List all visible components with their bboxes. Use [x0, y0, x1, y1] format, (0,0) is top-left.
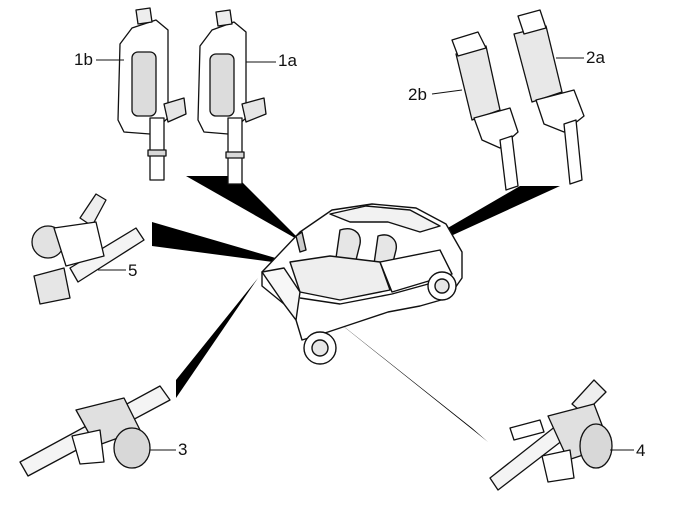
component-2b-cylinder — [455, 45, 501, 121]
callout-1a: 1a — [278, 51, 297, 70]
car-seat — [335, 228, 361, 261]
component-1a-bracket — [241, 97, 267, 123]
component-2b — [451, 31, 519, 191]
component-5-body — [53, 221, 105, 267]
car-door-line — [379, 249, 453, 293]
pointer-wedge-5 — [152, 222, 303, 266]
car-front-hub — [311, 339, 329, 357]
component-5 — [31, 193, 145, 305]
component-2a-rod — [563, 119, 583, 185]
component-1b — [117, 7, 187, 181]
callout-1b: 1b — [74, 50, 93, 69]
component-4 — [489, 379, 613, 491]
component-1b-band — [147, 149, 167, 157]
car-roof-bar — [295, 231, 307, 253]
pointer-wedge-3 — [176, 278, 258, 398]
car-windshield — [329, 205, 441, 233]
component-3-canister — [113, 427, 151, 469]
component-5-belt-strip — [79, 193, 107, 227]
component-5-tube — [69, 227, 145, 283]
component-2a — [513, 9, 585, 185]
pointer-wedge-1 — [186, 176, 302, 242]
leader-lines — [96, 57, 634, 451]
component-1a — [197, 9, 267, 185]
leader-2b — [431, 89, 463, 95]
component-2a-cylinder — [513, 25, 563, 103]
component-3 — [19, 385, 171, 477]
component-1a-top-cap — [215, 9, 233, 27]
component-1b-window — [131, 51, 157, 117]
component-1b-rod — [149, 117, 165, 181]
component-4-bracket — [541, 449, 575, 483]
component-3-bracket — [71, 429, 105, 465]
callout-5: 5 — [128, 261, 138, 280]
callout-2b: 2b — [408, 85, 427, 104]
car-hood — [261, 267, 301, 321]
callout-2a: 2a — [586, 48, 605, 67]
component-1a-rod — [227, 117, 243, 185]
component-2a-top — [517, 9, 547, 35]
callout-4: 4 — [636, 441, 646, 460]
component-4-canister — [579, 423, 613, 469]
component-2b-rod — [499, 135, 519, 191]
car-rear-hub — [434, 278, 450, 294]
component-1a-band — [225, 151, 245, 159]
component-4-rod — [509, 419, 545, 441]
pointer-wedge-4 — [318, 306, 488, 442]
component-1b-top-cap — [135, 7, 153, 25]
car-interior-floor — [289, 255, 391, 301]
component-2b-top — [451, 31, 487, 57]
component-1b-bracket — [163, 97, 187, 123]
callout-3: 3 — [178, 440, 188, 459]
car-side-line — [299, 277, 451, 305]
component-1a-window — [209, 53, 235, 117]
component-5-bracket — [33, 267, 71, 305]
car-illustration — [261, 203, 463, 365]
